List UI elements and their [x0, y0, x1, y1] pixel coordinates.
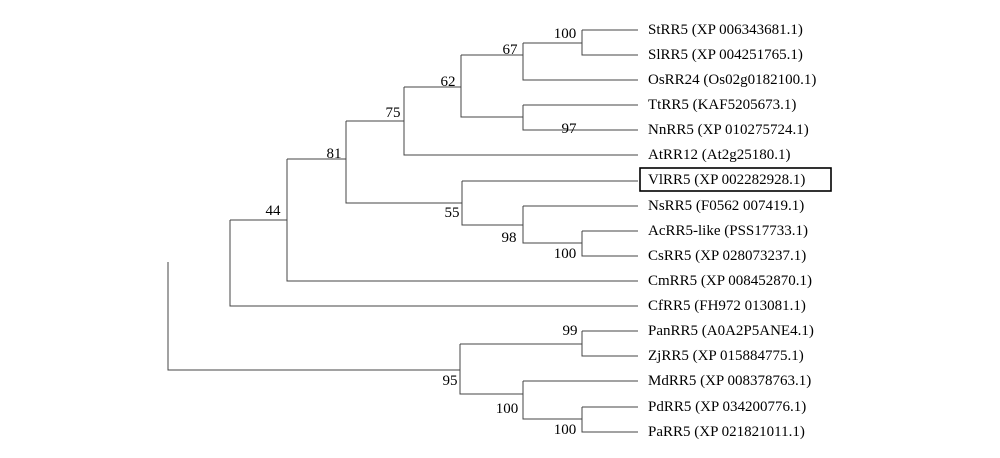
- taxon-label: PaRR5 (XP 021821011.1): [648, 424, 805, 440]
- branch-group-81: [286, 158, 638, 282]
- bootstrap-values: 100 67 62 97 75 81 44 55 98 100 99 95 10…: [266, 26, 578, 438]
- taxon-label: OsRR24 (Os02g0182100.1): [648, 72, 816, 88]
- taxon-label: StRR5 (XP 006343681.1): [648, 22, 803, 38]
- branch-group-44: [229, 219, 638, 307]
- bootstrap-value: 99: [563, 323, 578, 339]
- branch-root: [167, 262, 460, 371]
- taxon-label: MdRR5 (XP 008378763.1): [648, 373, 811, 389]
- branch-md-group: [522, 380, 638, 420]
- bootstrap-value: 100: [554, 26, 577, 42]
- branch-pd-pa: [581, 406, 638, 433]
- taxon-label: PanRR5 (A0A2P5ANE4.1): [648, 323, 814, 339]
- bootstrap-value: 81: [327, 146, 342, 162]
- branch-pan-zj: [581, 330, 638, 357]
- branch-tt-nn: [522, 104, 638, 131]
- taxon-label: AtRR12 (At2g25180.1): [648, 147, 791, 163]
- taxon-label: CmRR5 (XP 008452870.1): [648, 273, 812, 289]
- branch-st-sl: [581, 29, 638, 56]
- bootstrap-value: 97: [562, 121, 578, 137]
- highlight-box: [639, 167, 832, 192]
- taxon-label: TtRR5 (KAF5205673.1): [648, 97, 796, 113]
- branch-group-62: [460, 54, 523, 118]
- taxon-label: AcRR5-like (PSS17733.1): [648, 223, 808, 239]
- tree-branches: [167, 29, 638, 433]
- taxon-label-highlighted: VlRR5 (XP 002282928.1): [648, 172, 805, 188]
- bootstrap-value: 100: [554, 422, 577, 438]
- taxon-label: NsRR5 (F0562 007419.1): [648, 198, 804, 214]
- taxon-labels: StRR5 (XP 006343681.1) SlRR5 (XP 0042517…: [639, 22, 832, 440]
- bootstrap-value: 55: [445, 205, 460, 221]
- branch-group-75: [403, 86, 638, 156]
- branch-group-75-55: [345, 120, 462, 204]
- taxon-label: CfRR5 (FH972 013081.1): [648, 298, 806, 314]
- branch-ac-cs: [581, 230, 638, 257]
- branch-group-55: [461, 180, 638, 226]
- taxon-label: NnRR5 (XP 010275724.1): [648, 122, 809, 138]
- bootstrap-value: 44: [266, 203, 282, 219]
- bootstrap-value: 98: [502, 230, 517, 246]
- bootstrap-value: 100: [496, 401, 519, 417]
- bootstrap-value: 100: [554, 246, 577, 262]
- taxon-label: SlRR5 (XP 004251765.1): [648, 47, 803, 63]
- branch-group-67: [522, 42, 638, 81]
- branch-group-98: [522, 205, 638, 244]
- bootstrap-value: 75: [386, 105, 401, 121]
- taxon-label: PdRR5 (XP 034200776.1): [648, 399, 806, 415]
- taxon-label: CsRR5 (XP 028073237.1): [648, 248, 806, 264]
- bootstrap-value: 67: [503, 42, 519, 58]
- branch-group-95: [459, 343, 582, 395]
- bootstrap-value: 62: [441, 74, 456, 90]
- bootstrap-value: 95: [443, 373, 458, 389]
- taxon-label: ZjRR5 (XP 015884775.1): [648, 348, 804, 364]
